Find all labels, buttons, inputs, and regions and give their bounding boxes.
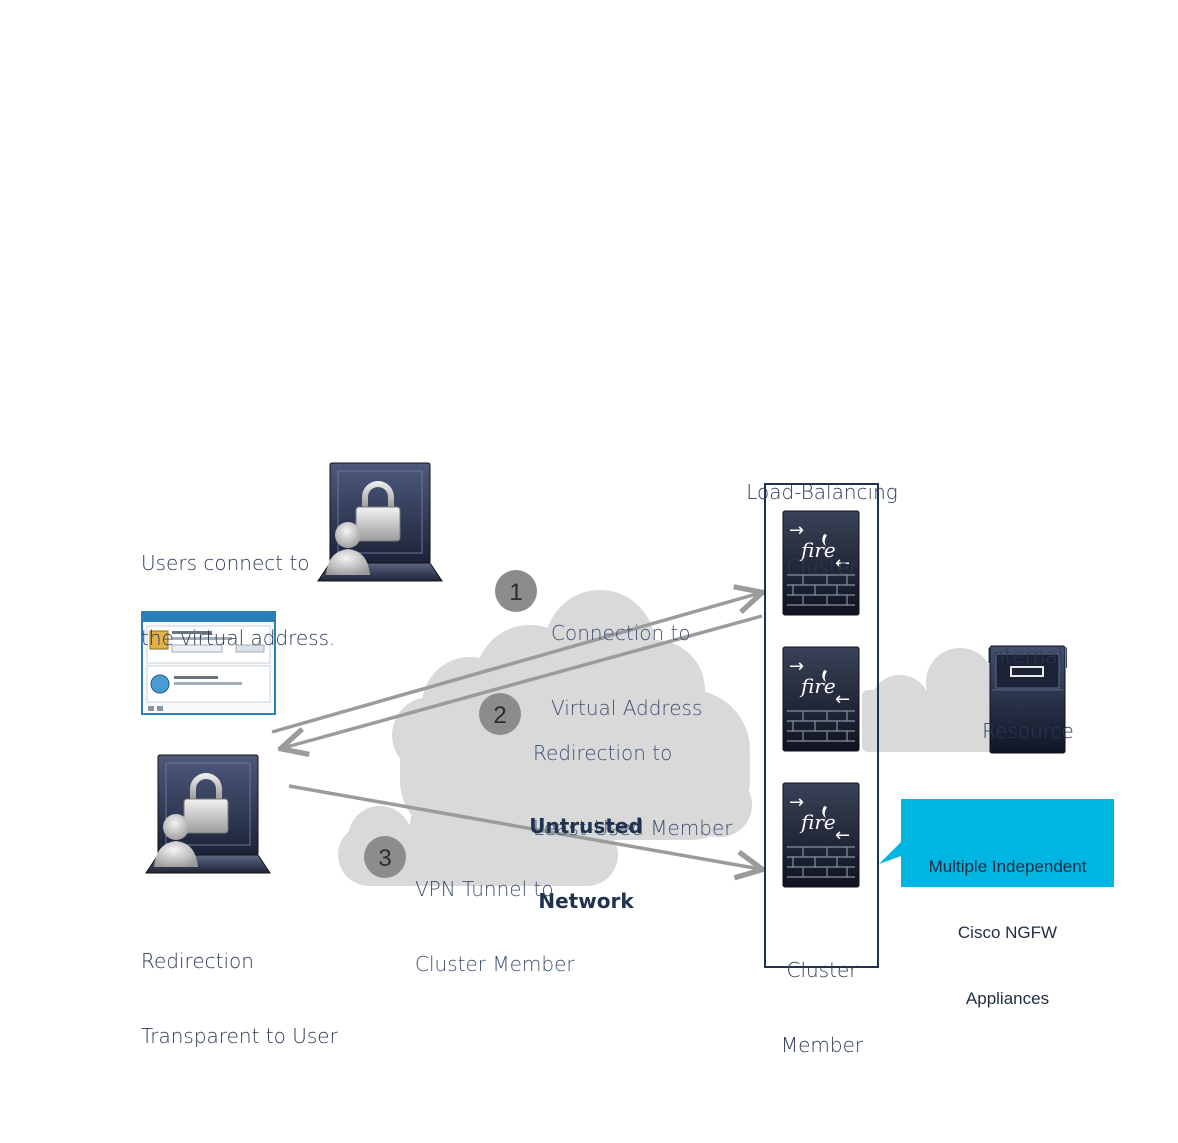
step-1-line1: Connection to [551,621,691,645]
step-3-label: VPN Tunnel to Cluster Member [415,827,575,1027]
user-laptop-bottom-icon [145,754,271,874]
cluster-title-line2: Cluster [786,555,858,579]
cluster-border [764,483,879,968]
vpn-client-window-icon [141,611,276,715]
traffic-arrows [271,593,763,869]
step-1-label: Connection to Virtual Address [551,571,702,771]
step-2-line1: Redirection to [533,741,673,765]
callout-line3: Appliances [965,989,1050,1008]
users-connect-line1: Users connect to [141,551,310,575]
step-number-2: 2 [493,702,506,729]
untrusted-line2: Network [538,889,634,913]
redirection-line2: Transparent to User [141,1024,338,1048]
firewall-appliance-1-icon: fire [782,510,860,616]
ngfw-callout-box [879,799,1114,887]
step-badge-2: 2 [479,693,521,735]
step-badge-3: 3 [364,836,406,878]
firewall-brand-3: fire [799,810,836,834]
firewall-appliance-2-icon: fire [782,646,860,752]
step-1-line2: Virtual Address [551,696,703,720]
users-connect-label: Users connect to the virtual address. [141,501,335,701]
arrow-vpn-tunnel [288,784,760,869]
redirection-line1: Redirection [141,949,254,973]
step-2-line2: Least-Used Member [533,816,733,840]
step-badge-1: 1 [495,570,537,612]
internal-resource-label: Internal| Resource [962,594,1094,794]
cluster-member-line1: Cluster [786,958,858,982]
firewall-brand-2: fire [799,674,836,698]
arrow-redirection [283,614,763,748]
users-connect-line2: the virtual address. [141,626,336,650]
firewall-appliance-3-icon: fire [782,782,860,888]
untrusted-network-label: Untrusted Network [510,764,662,964]
step-number-1: 1 [509,579,522,606]
user-laptop-top-icon [317,462,443,582]
firewall-brand-1: fire [799,538,836,562]
callout-line2: Cisco NGFW [957,923,1058,942]
step-2-label: Redirection to Least-Used Member [533,691,733,891]
untrusted-network-cloud [338,590,752,886]
ngfw-callout-label: Multiple Independent Cisco NGFW Applianc… [901,812,1114,1054]
untrusted-line1: Untrusted [529,814,643,838]
arrow-connection-to-virtual-address [271,593,760,734]
step-3-line1: VPN Tunnel to [415,877,554,901]
server-icon [989,645,1066,754]
redirection-transparent-label: Redirection Transparent to User [141,899,338,1099]
internal-resource-line2: Resource [982,719,1074,743]
cluster-member-label: Cluster Member [766,908,878,1108]
step-3-line2: Cluster Member [415,952,575,976]
cluster-title: Load-Balancing Cluster [730,430,914,630]
step-number-3: 3 [378,845,391,872]
cluster-member-line2: Member [780,1033,864,1057]
callout-line1: Multiple Independent [928,857,1087,876]
cluster-title-line1: Load-Balancing [746,480,898,504]
internal-resource-line1: Internal| [986,644,1070,668]
